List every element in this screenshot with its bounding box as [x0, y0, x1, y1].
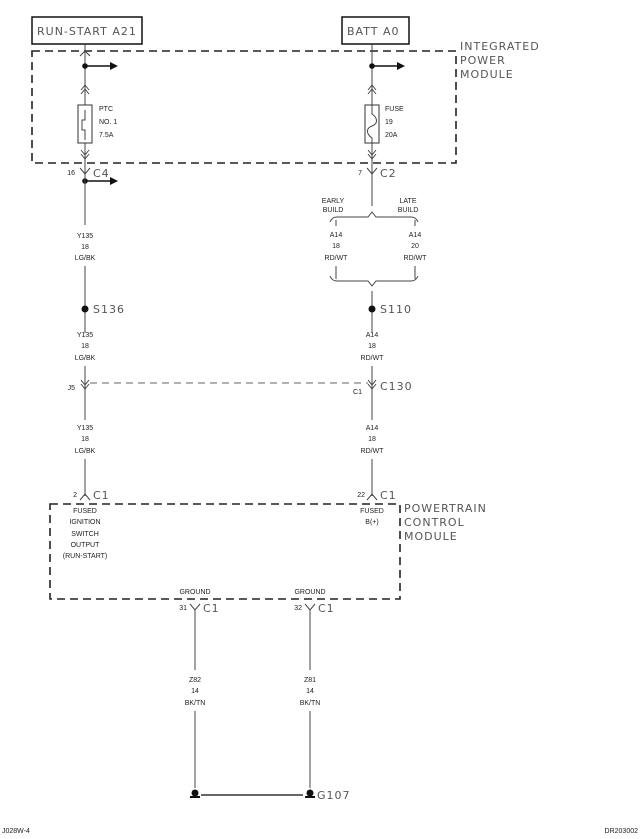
fuse-label: FUSE	[385, 106, 404, 113]
pcm-label-2: CONTROL	[404, 516, 465, 529]
pcm-ground-label: GROUND	[294, 589, 325, 596]
build-bracket-top	[329, 211, 419, 223]
batt-label: BATT A0	[347, 25, 399, 38]
ipm-label-1: INTEGRATED	[460, 40, 540, 53]
wire-label-circuit: A14	[366, 332, 379, 339]
s110-label: S110	[380, 303, 412, 316]
late-wire-color: RD/WT	[404, 255, 428, 262]
wire-label-color: LG/BK	[75, 255, 96, 262]
s136-splice-icon	[81, 305, 89, 313]
pcm-func-label: (RUN-START)	[63, 553, 107, 560]
wire-label-gauge: 14	[191, 688, 199, 695]
wire-label-color: LG/BK	[75, 355, 96, 362]
pcm-conn-name: C1	[380, 489, 397, 502]
c130-label: C130	[380, 380, 413, 393]
late-build-label: LATE	[400, 198, 417, 205]
pcm-func-label: FUSED	[360, 508, 384, 515]
g107-label: G107	[317, 789, 351, 802]
pcm-pin-22: 22	[357, 492, 365, 499]
wire-label-circuit: A14	[366, 425, 379, 432]
j5-connector-icon	[80, 379, 90, 390]
c130-connector-icon	[367, 379, 377, 390]
wire-label-circuit: Z82	[189, 677, 201, 684]
ipm-boundary	[31, 50, 457, 164]
early-build-label: EARLY	[322, 198, 345, 205]
ptc-label: PTC	[99, 106, 113, 113]
run-start-source-box	[31, 16, 143, 45]
s110-splice-icon	[368, 305, 376, 313]
pcm-func-label: FUSED	[73, 508, 97, 515]
pcm-func-label: OUTPUT	[71, 542, 101, 549]
ptc-number: NO. 1	[99, 119, 117, 126]
pcm-boundary	[49, 503, 401, 600]
pcm-ground-label: GROUND	[179, 589, 210, 596]
wire-label-gauge: 18	[368, 436, 376, 443]
wire-label-circuit: Z81	[304, 677, 316, 684]
gnd-pin-31: 31	[179, 605, 187, 612]
gnd-pin32-connector-icon	[304, 603, 316, 611]
fuse-number: 19	[385, 119, 393, 126]
gnd-conn-name: C1	[318, 602, 335, 615]
late-build-label: BUILD	[398, 207, 419, 214]
pcm-c1-pin22-connector-icon	[366, 493, 378, 501]
pcm-conn-name: C1	[93, 489, 110, 502]
c2-pin: 7	[358, 170, 362, 177]
c4-name: C4	[93, 167, 110, 180]
pcm-label-1: POWERTRAIN	[404, 502, 487, 515]
pcm-label-3: MODULE	[404, 530, 458, 543]
ptc-rating: 7.5A	[99, 132, 114, 139]
late-wire-circuit: A14	[409, 232, 422, 239]
wire-label-circuit: Y135	[77, 332, 93, 339]
c4-pin: 16	[67, 170, 75, 177]
fuse-rating: 20A	[385, 132, 398, 139]
wire-label-gauge: 18	[368, 343, 376, 350]
ground-icon	[305, 789, 315, 798]
batt-source-box	[341, 16, 410, 45]
wire-label-color: RD/WT	[361, 355, 385, 362]
c2-name: C2	[380, 167, 397, 180]
c130-pin: C1	[353, 389, 362, 396]
wire-label-gauge: 14	[306, 688, 314, 695]
wire-label-color: RD/WT	[361, 448, 385, 455]
late-wire-gauge: 20	[411, 243, 419, 250]
pcm-c1-pin2-connector-icon	[79, 493, 91, 501]
pcm-func-label: SWITCH	[71, 531, 99, 538]
wire-label-color: BK/TN	[300, 700, 321, 707]
pcm-func-label: B(+)	[365, 519, 378, 526]
wire-label-gauge: 18	[81, 436, 89, 443]
wire-label-gauge: 18	[81, 343, 89, 350]
wire-label-color: BK/TN	[185, 700, 206, 707]
ipm-label-2: POWER	[460, 54, 506, 67]
s136-label: S136	[93, 303, 125, 316]
gnd-pin-32: 32	[294, 605, 302, 612]
footer-right-code: DR203002	[605, 828, 639, 835]
early-wire-color: RD/WT	[325, 255, 349, 262]
pcm-func-label: IGNITION	[69, 519, 100, 526]
footer-left-code: J028W-4	[2, 828, 30, 835]
wire-label-color: LG/BK	[75, 448, 96, 455]
early-wire-gauge: 18	[332, 243, 340, 250]
gnd-conn-name: C1	[203, 602, 220, 615]
wire-label-circuit: Y135	[77, 233, 93, 240]
early-build-label: BUILD	[323, 207, 344, 214]
ipm-label-3: MODULE	[460, 68, 514, 81]
ground-icon	[190, 789, 200, 798]
wire-label-gauge: 18	[81, 244, 89, 251]
build-bracket-bottom	[329, 275, 419, 287]
wire-label-circuit: Y135	[77, 425, 93, 432]
gnd-pin31-connector-icon	[189, 603, 201, 611]
run-start-label: RUN-START A21	[37, 25, 137, 38]
j5-pin: J5	[68, 385, 76, 392]
ptc-breaker-icon	[77, 104, 93, 144]
pcm-pin-2: 2	[73, 492, 77, 499]
early-wire-circuit: A14	[330, 232, 343, 239]
